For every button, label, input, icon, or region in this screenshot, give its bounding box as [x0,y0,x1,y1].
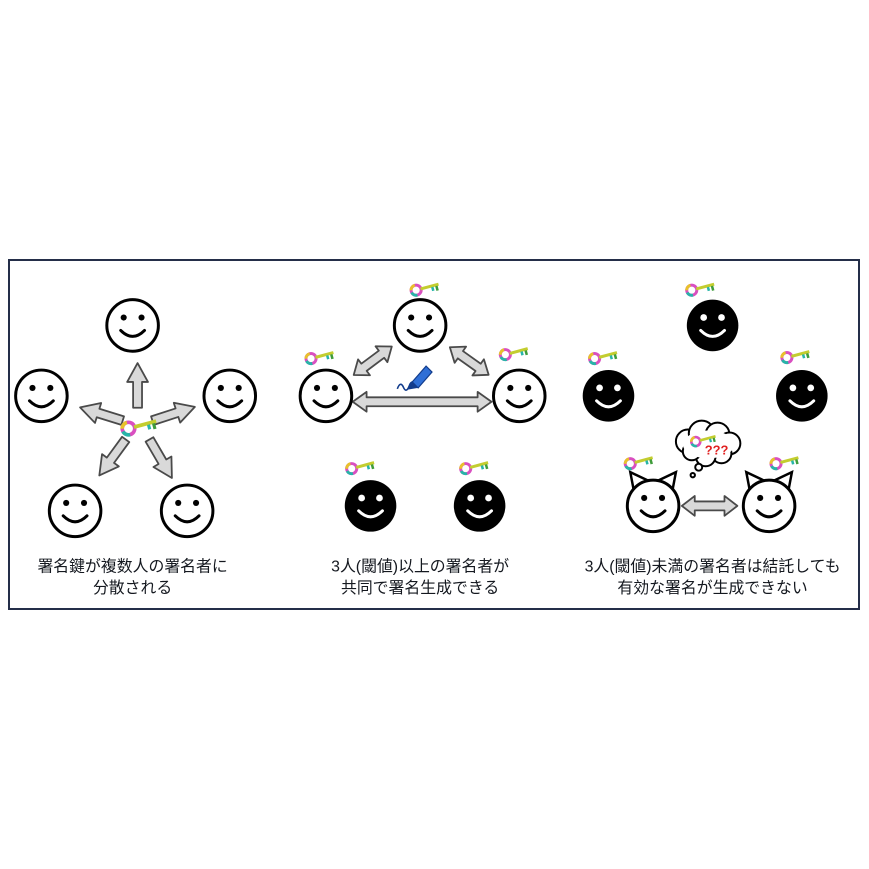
key-share-icon [408,277,442,299]
panel3-caption-line2: 有効な署名が生成できない [617,579,807,597]
active-signer-face-icon [392,298,448,353]
distribution-arrow-right-icon [148,396,199,432]
distribution-arrow-down-left-icon [90,432,135,483]
panel1-caption-line1: 署名鍵が複数人の署名者に [37,557,227,575]
inactive-signer-face-icon [452,478,507,534]
collaboration-arrow-icon [443,338,496,384]
panel2-caption-line1: 3人(閾値)以上の署名者が [331,557,509,575]
key-share-icon [779,345,813,367]
key-share-icon [622,451,656,473]
panel2-caption-line2: 共同で署名生成できる [341,579,499,597]
panel1-caption-line2: 分散される [93,579,172,597]
signer-face-icon [159,483,215,539]
active-signer-face-icon [491,368,547,424]
signature-pen-icon [396,365,433,391]
collaboration-arrow-icon [351,390,493,413]
key-share-icon [458,456,492,478]
signer-face-icon [105,298,160,353]
distribution-arrow-down-right-icon [139,433,182,485]
thought-tail-bubble [689,471,696,479]
key-share-icon [768,451,802,473]
signer-face-icon [202,368,258,424]
panel-below-threshold: ??? 3人(閾値)未満の署名者は結託しても 有効な署名が生成できない [581,277,841,597]
key-share-icon [684,277,718,299]
collaboration-arrow-icon [346,337,399,384]
signer-face-icon [14,368,69,424]
panel-key-distribution: 署名鍵が複数人の署名者に 分散される [14,298,258,597]
figure-frame: 署名鍵が複数人の署名者に 分散される 3人(閾値)以上の署名者が [8,259,860,610]
inactive-signer-face-icon [774,368,830,424]
thought-tail-bubble [694,462,704,472]
attacker-devil-face-icon [741,470,797,534]
inactive-signer-face-icon [581,368,636,424]
panel-threshold-signing: 3人(閾値)以上の署名者が 共同で署名生成できる [298,277,547,597]
distribution-arrow-up-icon [126,362,149,409]
inactive-signer-face-icon [685,298,740,353]
key-share-icon [344,456,378,478]
attacker-devil-face-icon [625,470,681,534]
collusion-arrow-icon [680,495,739,517]
key-share-icon [303,346,337,368]
signer-face-icon [47,483,103,539]
key-share-icon [497,342,531,364]
distribution-arrow-left-icon [76,396,127,432]
inactive-signer-face-icon [343,478,398,534]
thought-bubble-icon: ??? [674,419,742,479]
question-marks: ??? [705,442,729,457]
panel3-caption-line1: 3人(閾値)未満の署名者は結託しても [585,557,841,575]
key-share-icon [586,346,620,368]
active-signer-face-icon [298,368,354,424]
threshold-signature-diagram: 署名鍵が複数人の署名者に 分散される 3人(閾値)以上の署名者が [14,277,841,597]
